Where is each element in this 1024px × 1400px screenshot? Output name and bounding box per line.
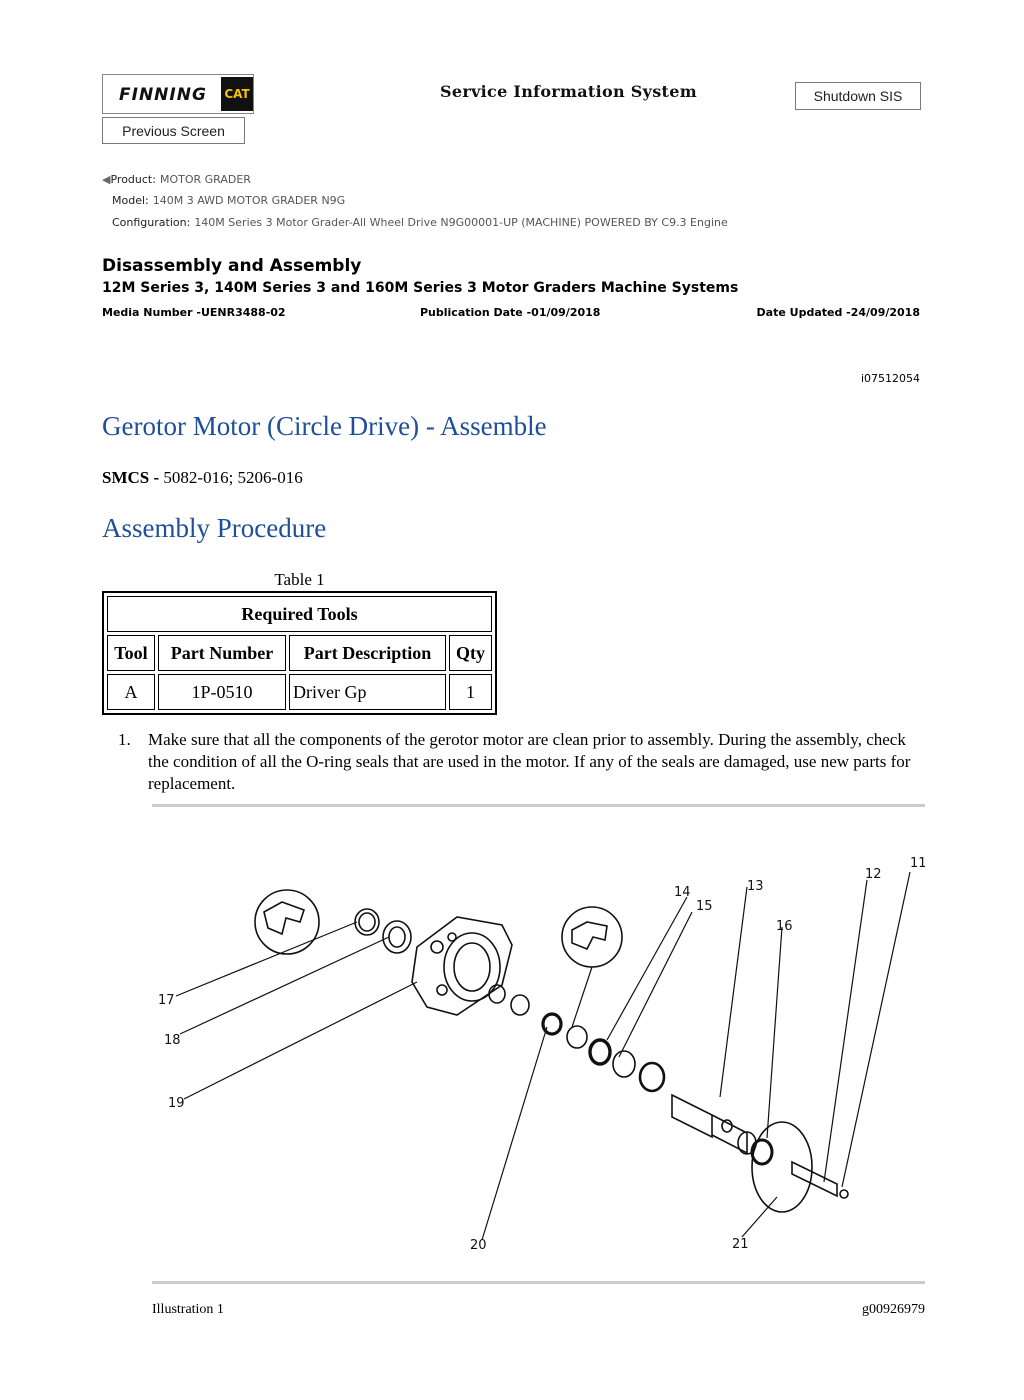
publication-date: Publication Date -01/09/2018 <box>420 306 601 319</box>
callout-19: 19 <box>168 1096 185 1111</box>
model-line: Model:140M 3 AWD MOTOR GRADER N9G <box>112 194 345 207</box>
table-row: A 1P-0510 Driver Gp 1 <box>107 674 492 710</box>
table-title: Required Tools <box>107 596 492 632</box>
callout-12: 12 <box>865 867 882 882</box>
product-label: Product: <box>110 173 156 186</box>
required-tools-table: Required Tools Tool Part Number Part Des… <box>102 591 497 715</box>
date-updated: Date Updated -24/09/2018 <box>756 306 920 319</box>
step-number: 1. <box>118 730 131 749</box>
section-heading: Disassembly and Assembly <box>102 256 362 276</box>
table-cell-tool: A <box>107 674 155 710</box>
config-label: Configuration: <box>112 216 191 229</box>
step-item: 1. Make sure that all the components of … <box>118 729 928 795</box>
table-cell-qty: 1 <box>449 674 492 710</box>
illustration-exploded-view: 11 12 13 14 15 16 17 18 19 20 21 <box>158 856 925 1253</box>
callout-21: 21 <box>732 1237 749 1252</box>
cat-logo: CAT <box>221 77 253 111</box>
table-header-part-number: Part Number <box>157 635 287 671</box>
callout-11: 11 <box>910 856 925 871</box>
callout-20: 20 <box>470 1238 487 1253</box>
sis-title: Service Information System <box>440 82 697 101</box>
smcs-label: SMCS - <box>102 468 160 487</box>
shutdown-sis-button[interactable]: Shutdown SIS <box>795 82 921 110</box>
media-number: Media Number -UENR3488-02 <box>102 306 286 319</box>
callout-16: 16 <box>776 919 793 934</box>
back-arrow-icon[interactable]: ◀ <box>102 173 111 186</box>
divider <box>152 1281 925 1284</box>
table-header-qty: Qty <box>449 635 492 671</box>
table-caption: Table 1 <box>274 570 325 589</box>
smcs-line: SMCS - 5082-016; 5206-016 <box>102 468 303 488</box>
callout-13: 13 <box>747 879 764 894</box>
callout-17: 17 <box>158 993 175 1008</box>
document-id: i07512054 <box>860 372 920 385</box>
product-line: ◀Product:MOTOR GRADER <box>102 173 251 186</box>
model-label: Model: <box>112 194 149 207</box>
product-value: MOTOR GRADER <box>159 173 251 186</box>
series-heading: 12M Series 3, 140M Series 3 and 160M Ser… <box>102 280 739 296</box>
table-cell-part-description: Driver Gp <box>289 674 447 710</box>
finning-cat-logo: FINNING CAT <box>102 74 254 114</box>
step-text: Make sure that all the components of the… <box>148 730 911 793</box>
finning-logo-text: FINNING <box>119 85 207 105</box>
illustration-id: g00926979 <box>862 1302 925 1317</box>
smcs-value: 5082-016; 5206-016 <box>163 468 303 487</box>
divider <box>152 804 925 807</box>
config-value: 140M Series 3 Motor Grader-All Wheel Dri… <box>194 216 728 229</box>
configuration-line: Configuration:140M Series 3 Motor Grader… <box>112 216 728 229</box>
callout-18: 18 <box>164 1033 181 1048</box>
previous-screen-button[interactable]: Previous Screen <box>102 117 245 144</box>
callout-15: 15 <box>696 899 713 914</box>
page-title: Gerotor Motor (Circle Drive) - Assemble <box>102 411 547 441</box>
table-cell-part-number: 1P-0510 <box>157 674 287 710</box>
callout-14: 14 <box>674 885 691 900</box>
assembly-procedure-heading: Assembly Procedure <box>102 513 327 543</box>
model-value: 140M 3 AWD MOTOR GRADER N9G <box>152 194 346 207</box>
illustration-caption: Illustration 1 <box>152 1302 224 1317</box>
table-header-part-description: Part Description <box>289 635 447 671</box>
table-header-tool: Tool <box>107 635 155 671</box>
